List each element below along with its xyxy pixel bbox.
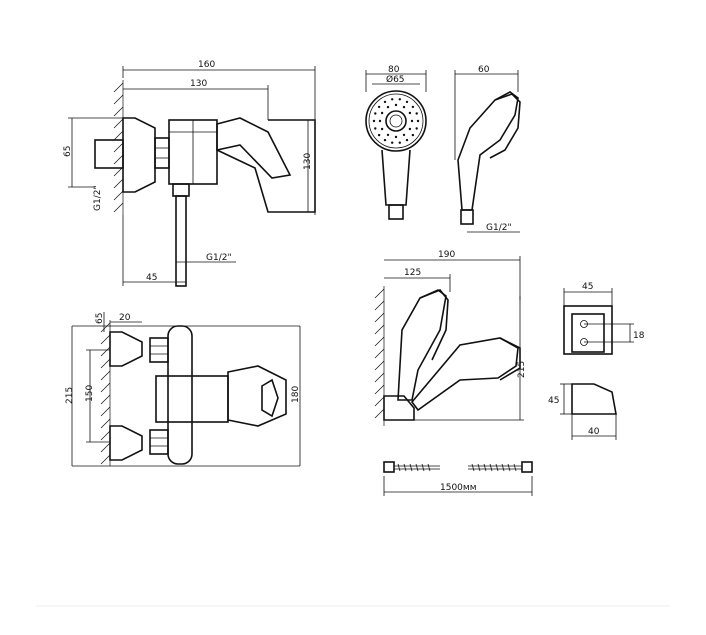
dim-front-215: 215 [65,387,75,404]
nozzle-dot [411,133,415,137]
shower-hose: 1500мм [383,461,533,496]
bracket-front-view: 45 18 [563,282,645,355]
shower-holder-view: 190 125 215 [374,250,527,426]
nozzle-dot [415,112,418,115]
nozzle-dot [391,141,394,144]
dim-side-bottom-thread: G1/2" [206,253,232,263]
dim-side-130: 130 [190,79,207,89]
nozzle-dot [411,105,415,109]
nozzle-dot [402,133,406,137]
nozzle-dot [394,135,398,139]
dim-head-side-thread: G1/2" [486,223,512,233]
nozzle-dot [410,119,414,123]
nozzle-dot [405,100,409,104]
nozzle-dot [372,119,376,123]
dim-front-65: 65 [95,313,105,324]
nozzle-dot [398,141,401,144]
dim-front-180: 180 [291,386,301,403]
dim-front-20: 20 [119,313,131,323]
nozzle-dot [374,112,377,115]
dim-bracket-side-40: 40 [588,427,600,437]
nozzle-dot [416,119,420,123]
hand-shower-side-view: 60 G1/2" [454,65,521,233]
dim-holder-190: 190 [438,250,455,260]
dim-head-65: Ø65 [386,74,405,85]
nozzle-dot [374,127,377,130]
dim-head-side-60: 60 [478,65,490,75]
nozzle-dot [383,100,387,104]
nozzle-dot [386,133,390,137]
nozzle-dot [377,105,381,109]
dim-side-160: 160 [198,60,215,70]
dim-holder-215: 215 [517,361,527,378]
nozzle-dot [391,98,394,101]
nozzle-dot [380,111,384,115]
nozzle-dot [408,127,412,131]
dim-bracket-45: 45 [582,282,593,292]
dim-head-80: 80 [388,65,400,75]
nozzle-dot [408,111,412,115]
dim-bracket-18: 18 [633,331,645,341]
dim-holder-125: 125 [404,268,421,278]
dim-side-130-vertical: 130 [303,153,313,170]
nozzle-dot [380,127,384,131]
dim-side-45: 45 [146,273,157,283]
nozzle-dot [415,127,418,130]
nozzle-dot [386,105,390,109]
nozzle-dot [394,103,398,107]
bracket-side-view: 45 40 [548,383,617,440]
nozzle-dot [383,138,387,142]
nozzle-dot [398,98,401,101]
hand-shower-front-view: 80 Ø65 [365,65,427,220]
nozzle-dot [405,138,409,142]
dim-front-150: 150 [85,385,95,402]
dim-side-thread: G1/2" [93,185,103,211]
nozzle-dot [378,119,382,123]
mixer-front-view: 215 150 180 65 20 [65,312,301,467]
dim-side-65: 65 [63,146,73,157]
nozzle-dot [377,133,381,137]
mixer-side-view: 160 130 65 130 G1/2" 45 G1/2" [63,60,316,287]
dim-bracket-side-45: 45 [548,396,559,406]
dim-hose-length: 1500мм [440,483,476,493]
nozzle-dot [402,105,406,109]
